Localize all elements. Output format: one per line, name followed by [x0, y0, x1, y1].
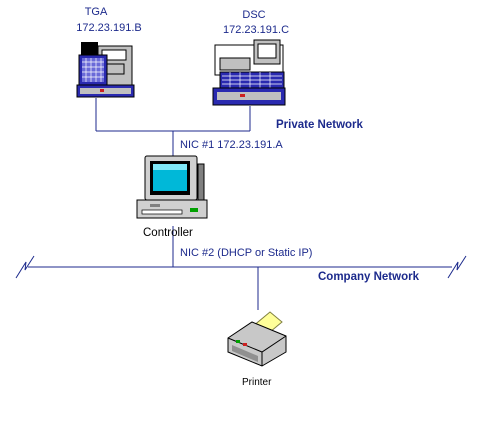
- desktop-computer-icon: [136, 155, 208, 219]
- dsc-name-label: DSC: [242, 9, 266, 21]
- nic1-label: NIC #1 172.23.191.A: [180, 139, 283, 151]
- dsc-ip-label: 172.23.191.C: [222, 24, 290, 36]
- right-break-icon: [447, 255, 467, 279]
- controller-label: Controller: [143, 227, 193, 239]
- private-network-label: Private Network: [276, 119, 363, 131]
- tga-name-label: TGA: [84, 6, 108, 18]
- tga-ip-label: 172.23.191.B: [76, 22, 142, 34]
- private-network-lines: [95, 98, 251, 156]
- company-network-label: Company Network: [318, 271, 419, 283]
- nic2-label: NIC #2 (DHCP or Static IP): [180, 247, 313, 259]
- company-network-lines: [15, 226, 467, 310]
- scanner-terminal-icon: [76, 42, 135, 98]
- left-break-icon: [15, 255, 35, 279]
- printer-icon: [227, 311, 287, 367]
- computer-terminal-icon: [212, 39, 286, 106]
- printer-label: Printer: [242, 377, 272, 388]
